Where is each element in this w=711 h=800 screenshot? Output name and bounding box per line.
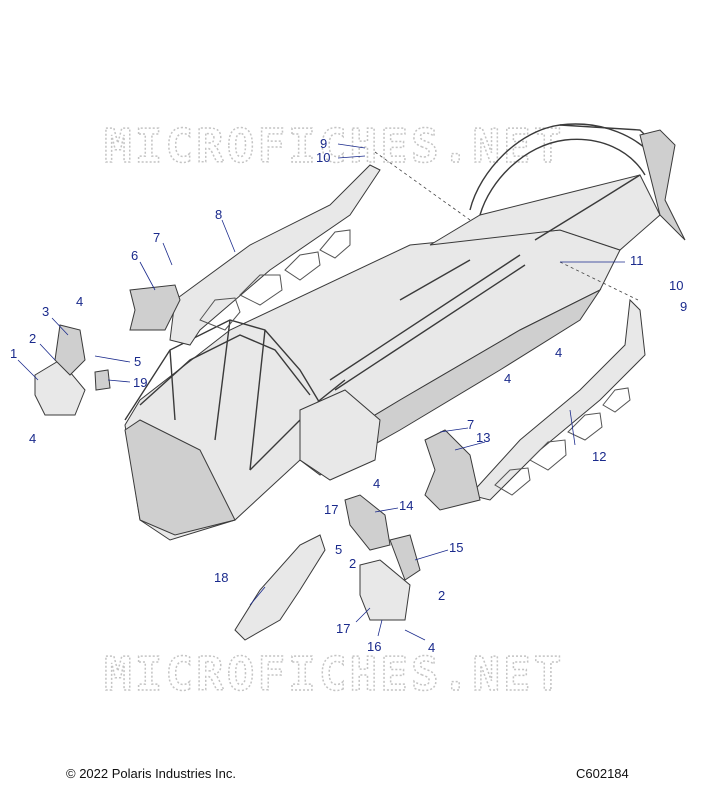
callout-9: 9 — [320, 136, 327, 151]
callouts: 9 10 8 7 6 3 4 2 1 5 19 4 11 10 9 4 4 7 … — [10, 136, 687, 655]
callout-2: 2 — [438, 588, 445, 603]
main-chassis — [124, 123, 686, 541]
callout-5: 5 — [134, 354, 141, 369]
guard-14 — [344, 494, 391, 551]
dashed-connectors — [374, 151, 639, 301]
copyright-text: © 2022 Polaris Industries Inc. — [66, 766, 236, 781]
callout-4: 4 — [29, 431, 36, 446]
callout-4: 4 — [555, 345, 562, 360]
callout-17: 17 — [324, 502, 338, 517]
callout-7: 7 — [153, 230, 160, 245]
callout-18: 18 — [214, 570, 228, 585]
right-running-board — [469, 298, 646, 501]
left-footrest — [129, 284, 181, 331]
skid-plate — [234, 534, 326, 641]
callout-16: 16 — [367, 639, 381, 654]
callout-13: 13 — [476, 430, 490, 445]
leader-lines — [17, 143, 625, 641]
callout-8: 8 — [215, 207, 222, 222]
callout-11: 11 — [630, 253, 644, 268]
left-lower-guard — [34, 359, 86, 416]
callout-9: 9 — [680, 299, 687, 314]
callout-1: 1 — [10, 346, 17, 361]
part-19 — [94, 369, 111, 391]
callout-19: 19 — [133, 375, 147, 390]
watermark-top: MICROFICHES.NET — [104, 119, 564, 173]
callout-4: 4 — [373, 476, 380, 491]
callout-5: 5 — [335, 542, 342, 557]
callout-17: 17 — [336, 621, 350, 636]
diagram-code: C602184 — [576, 766, 629, 781]
guard-15 — [389, 534, 421, 581]
callout-2: 2 — [349, 556, 356, 571]
callout-7: 7 — [467, 417, 474, 432]
callout-4: 4 — [504, 371, 511, 386]
callout-12: 12 — [592, 449, 606, 464]
callout-2: 2 — [29, 331, 36, 346]
callout-4: 4 — [76, 294, 83, 309]
callout-15: 15 — [449, 540, 463, 555]
right-footrest — [424, 429, 481, 511]
callout-6: 6 — [131, 248, 138, 263]
callout-3: 3 — [42, 304, 49, 319]
callout-10: 10 — [669, 278, 683, 293]
callout-10: 10 — [316, 150, 330, 165]
left-running-board — [169, 164, 381, 346]
callout-14: 14 — [399, 498, 413, 513]
watermark-bottom: MICROFICHES.NET — [104, 647, 564, 701]
callout-4: 4 — [428, 640, 435, 655]
guard-16 — [359, 559, 411, 621]
left-upper-guard — [54, 324, 86, 376]
